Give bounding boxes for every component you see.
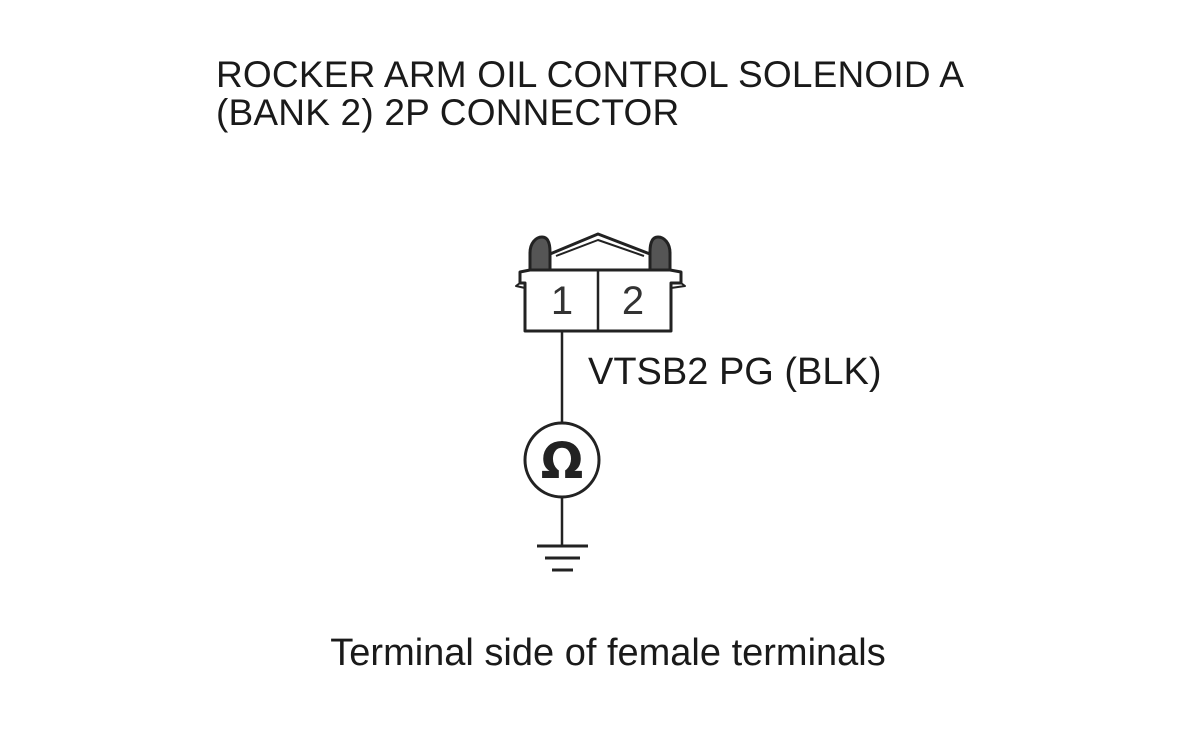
diagram-caption: Terminal side of female terminals [0, 632, 1200, 674]
terminal-1-label: 1 [551, 279, 573, 323]
caption-text: Terminal side of female terminals [330, 632, 886, 674]
ground-icon [537, 544, 588, 572]
diagram-title: ROCKER ARM OIL CONTROL SOLENOID A (BANK … [216, 56, 964, 132]
wire-label: VTSB2 PG (BLK) [588, 351, 882, 393]
title-line-1: ROCKER ARM OIL CONTROL SOLENOID A [216, 54, 965, 95]
title-line-2: (BANK 2) 2P CONNECTOR [216, 92, 680, 133]
terminal-2-label: 2 [622, 279, 644, 323]
ohm-symbol: Ω [541, 432, 584, 490]
ohmmeter-icon: Ω [523, 421, 601, 499]
connector-2p-icon [515, 232, 686, 333]
